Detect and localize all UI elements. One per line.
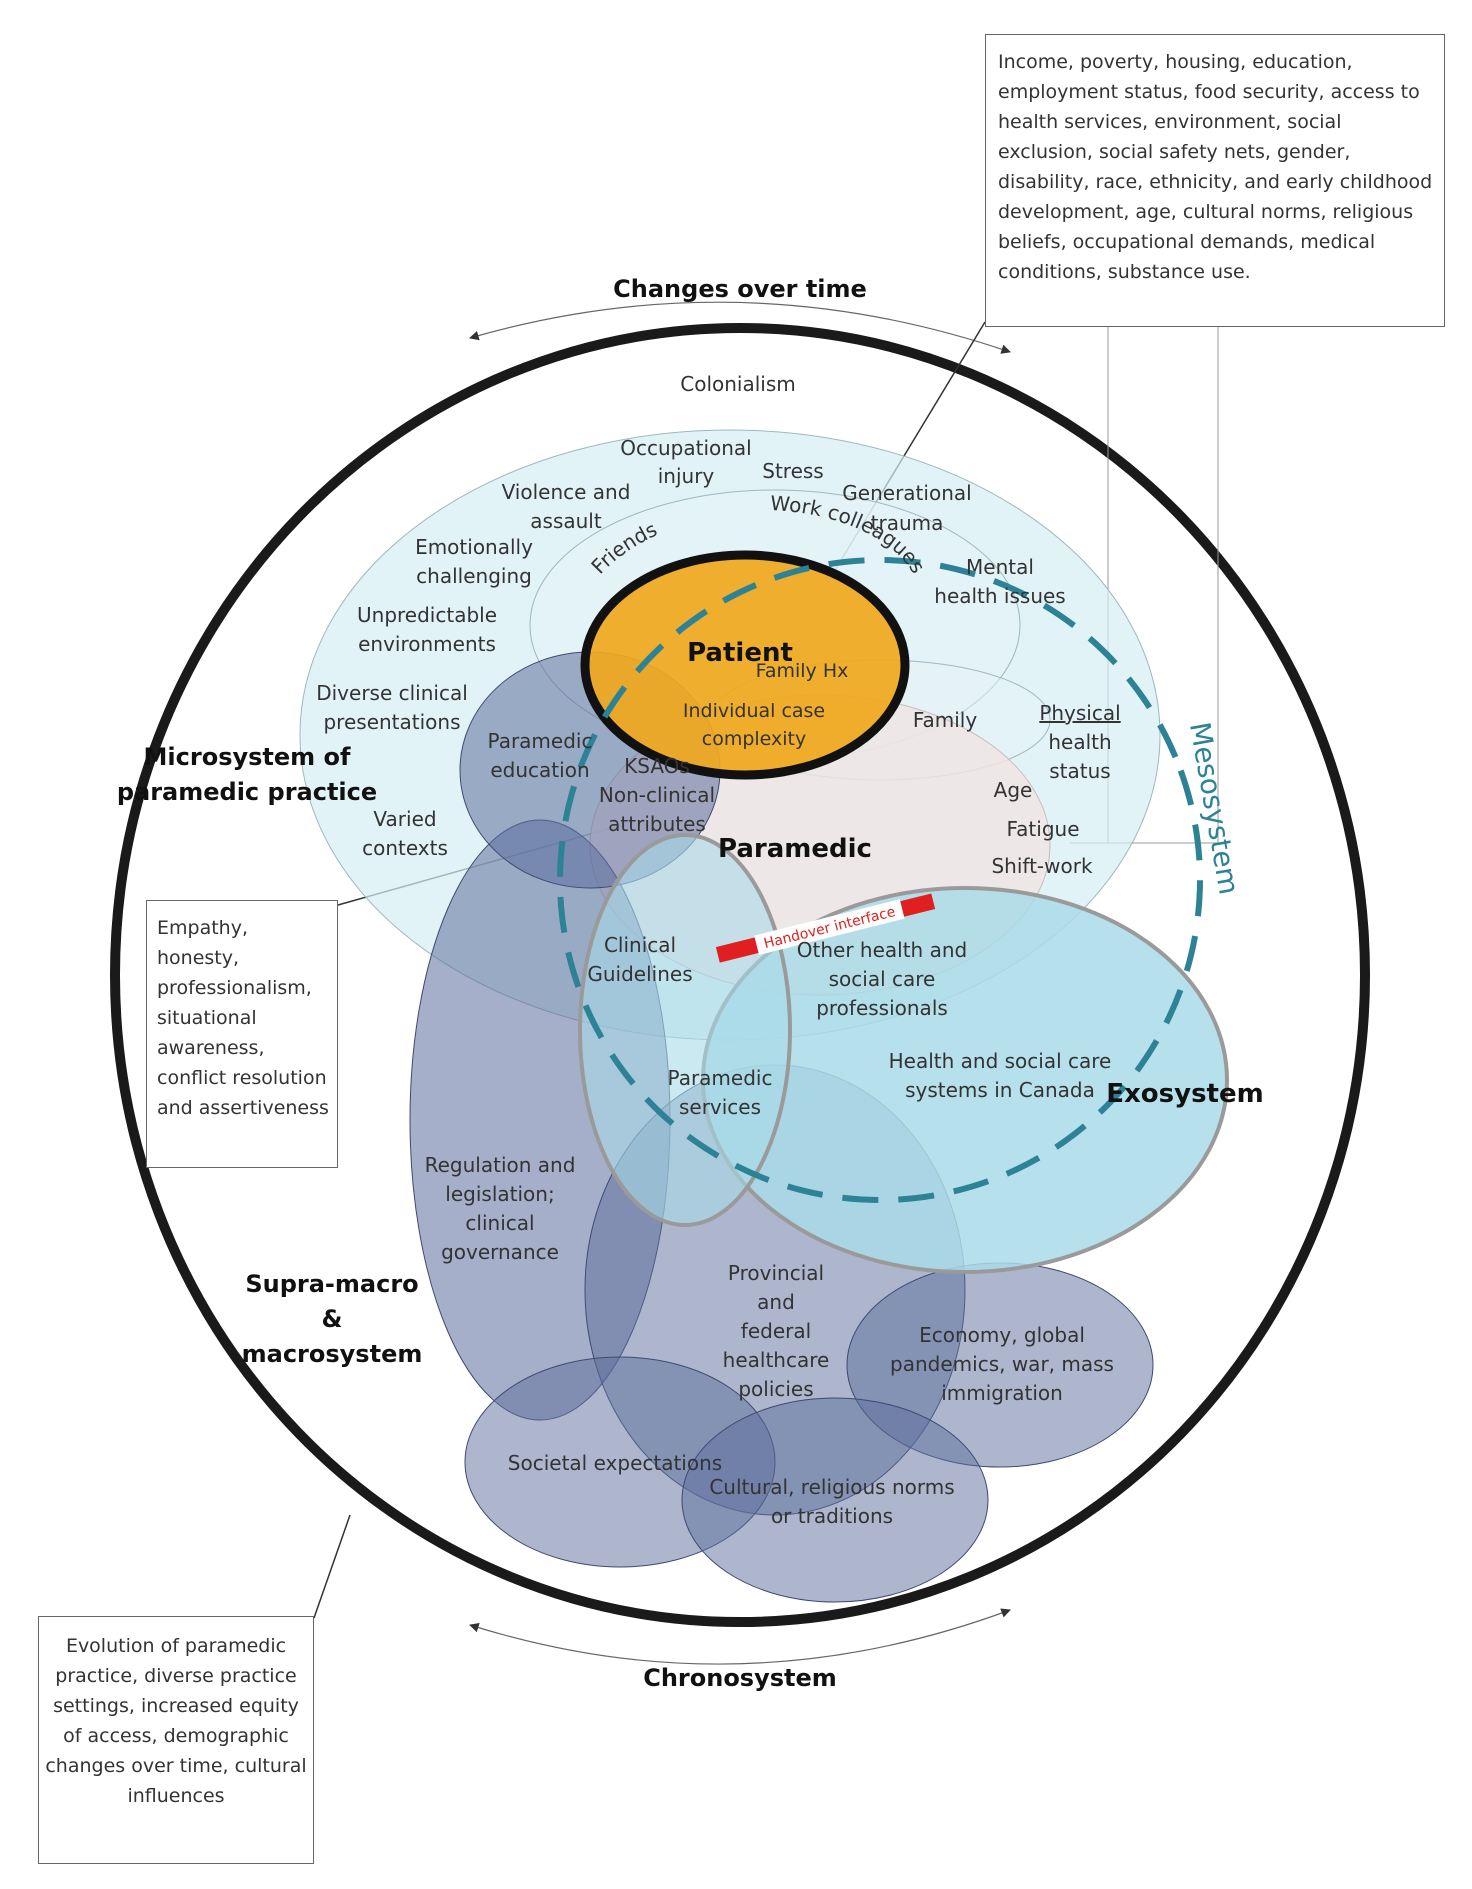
- occupational-injury-label-2: injury: [658, 464, 715, 488]
- provincial-label-5: policies: [738, 1377, 813, 1401]
- generational-trauma-label-2: trauma: [871, 511, 944, 535]
- provincial-label-4: healthcare: [723, 1348, 830, 1372]
- right-connector-2: [1108, 327, 1219, 844]
- physical-health-label-1: Physical: [1039, 701, 1120, 725]
- economy-label-3: immigration: [941, 1381, 1063, 1405]
- varied-contexts-label-1: Varied: [373, 807, 436, 831]
- provincial-label-3: federal: [741, 1319, 811, 1343]
- exosystem-heading: Exosystem: [1106, 1079, 1263, 1109]
- regulation-label-4: governance: [441, 1240, 559, 1264]
- paramedic-services-label-2: services: [679, 1095, 761, 1119]
- colonialism-label: Colonialism: [680, 372, 796, 396]
- regulation-label-3: clinical: [465, 1211, 534, 1235]
- violence-label-2: assault: [530, 509, 602, 533]
- mental-health-label-1: Mental: [966, 555, 1034, 579]
- microsystem-heading-2: paramedic practice: [117, 778, 377, 806]
- emotionally-challenging-label-1: Emotionally: [415, 535, 533, 559]
- cultural-ellipse: [681, 1397, 989, 1603]
- other-professionals-label-1: Other health and: [797, 938, 967, 962]
- macrosystem-heading-1: Supra-macro: [245, 1270, 418, 1298]
- provincial-label-2: and: [757, 1290, 795, 1314]
- chronosystem-note: Evolution of paramedic practice, diverse…: [38, 1616, 314, 1864]
- chronosystem-arc: [469, 1608, 1011, 1665]
- physical-health-label-2: health: [1048, 730, 1111, 754]
- cultural-label-1: Cultural, religious norms: [709, 1475, 954, 1499]
- patient-heading: Patient: [687, 638, 793, 668]
- changes-arc: [469, 301, 1011, 354]
- diverse-clinical-label-1: Diverse clinical: [316, 681, 468, 705]
- paramedic-services-label-1: Paramedic: [668, 1066, 773, 1090]
- health-systems-label-1: Health and social care: [889, 1049, 1112, 1073]
- mesosystem-dashed-ellipse: [557, 557, 1203, 1203]
- provincial-label-1: Provincial: [728, 1261, 824, 1285]
- paramedic-education-label-2: education: [490, 758, 589, 782]
- clinical-guidelines-label-1: Clinical: [604, 933, 676, 957]
- macrosystem-heading-2: &: [322, 1305, 343, 1333]
- generational-trauma-label-1: Generational: [842, 481, 971, 505]
- unpredictable-label-1: Unpredictable: [357, 603, 497, 627]
- mental-health-label-2: health issues: [934, 584, 1065, 608]
- macrosystem-heading-3: macrosystem: [242, 1340, 423, 1368]
- ksaos-label-2: Non-clinical: [599, 783, 715, 807]
- changes-over-time-heading: Changes over time: [613, 275, 867, 303]
- fatigue-label: Fatigue: [1007, 817, 1080, 841]
- health-systems-label-2: systems in Canada: [905, 1078, 1095, 1102]
- regulation-label-1: Regulation and: [425, 1153, 576, 1177]
- occupational-injury-label-1: Occupational: [620, 436, 751, 460]
- ksaos-label-3: attributes: [608, 812, 706, 836]
- regulation-label-2: legislation;: [445, 1182, 554, 1206]
- physical-health-label-3: status: [1049, 759, 1110, 783]
- varied-contexts-label-2: contexts: [362, 836, 448, 860]
- other-professionals-label-3: professionals: [816, 996, 948, 1020]
- individual-case-label-1: Individual case: [683, 700, 825, 722]
- microsystem-heading-1: Microsystem of: [144, 743, 351, 771]
- paramedic-services-ellipse: [578, 833, 792, 1227]
- other-professionals-label-2: social care: [829, 967, 936, 991]
- paramedic-education-label-1: Paramedic: [488, 729, 593, 753]
- family-hx-label: Family Hx: [756, 660, 849, 682]
- ksaos-label-1: KSAOs: [624, 754, 690, 778]
- family-label: Family: [913, 708, 978, 732]
- attributes-note: Empathy, honesty, professionalism, situa…: [146, 900, 338, 1168]
- individual-case-label-2: complexity: [702, 728, 807, 750]
- patient-ellipse: [580, 550, 910, 780]
- shift-work-label: Shift-work: [991, 854, 1092, 878]
- violence-label-1: Violence and: [502, 480, 631, 504]
- cultural-label-2: or traditions: [771, 1504, 893, 1528]
- economy-label-2: pandemics, war, mass: [890, 1352, 1114, 1376]
- emotionally-challenging-label-2: challenging: [416, 564, 532, 588]
- mesosystem-heading: Mesosystem: [1183, 720, 1246, 897]
- determinants-note: Income, poverty, housing, education, emp…: [985, 34, 1445, 327]
- economy-label-1: Economy, global: [919, 1323, 1085, 1347]
- unpredictable-label-2: environments: [358, 632, 496, 656]
- societal-label: Societal expectations: [508, 1451, 722, 1475]
- age-label: Age: [994, 778, 1033, 802]
- chronosystem-circle: [110, 323, 1370, 1627]
- clinical-guidelines-label-2: Guidelines: [587, 962, 692, 986]
- diverse-clinical-label-2: presentations: [323, 710, 460, 734]
- paramedic-heading: Paramedic: [718, 834, 872, 864]
- chronosystem-heading: Chronosystem: [643, 1664, 837, 1692]
- stress-label: Stress: [762, 459, 823, 483]
- chronosystem-connector: [313, 1514, 351, 1619]
